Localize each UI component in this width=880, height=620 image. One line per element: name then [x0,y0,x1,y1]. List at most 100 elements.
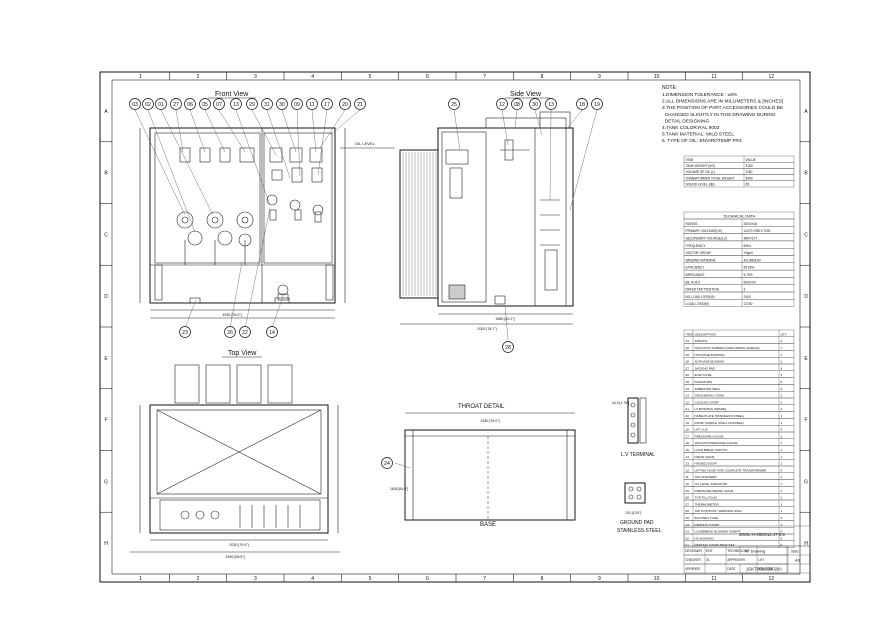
table-cell: 23 [686,394,690,398]
table-cell: 1 [781,482,783,486]
table-cell: 27 [686,366,690,370]
table-cell: PRESSURE GAUGE [695,434,724,438]
front-balloon: 13 [230,98,242,110]
balloon-label: 28 [505,345,511,351]
balloon-label: 24 [384,461,390,467]
table-cell: 08 [686,496,690,500]
balloon-label: 25 [451,102,457,108]
table-cell: WINDING MATERIAL [686,258,717,262]
throat-detail: THROAT DETAIL 1930 [76.0"] 24 BASE 1626 … [381,404,576,528]
table-cell: DRAIN VALVE [695,455,715,459]
balloon-label: 13 [548,102,554,108]
table-cell: FREQUENCY [686,244,707,248]
grid-row-right: H [804,541,808,547]
grid-col-bottom: 10 [654,576,660,582]
table-cell: 20 [686,414,690,418]
table-cell: 07 [686,502,690,506]
grid-col-top: 2 [197,74,200,80]
table-cell: 18 [686,428,690,432]
table-cell: DOOR HANDLE (PAD-LOCKABLE) [695,421,744,425]
grid-row-right: A [804,109,808,115]
front-balloon: 02 [142,98,154,110]
front-balloon: 17 [321,98,333,110]
table-cell: 09 [686,489,690,493]
table-cell: ARRESTER WELL [695,387,721,391]
table-cell: BAYONET FUSE [695,516,719,520]
table-cell: TRANSFORMER TOTAL WEIGHT [686,176,735,180]
front-bottom-balloon: 26 [224,326,236,338]
front-bottom-balloon: 14 [266,326,278,338]
balloon-label: 08 [514,102,520,108]
table-cell: RADIATORS [695,380,713,384]
table-cell: 1 [781,509,783,513]
grid-col-bottom: 12 [769,576,775,582]
table-cell: 21 [686,407,690,411]
table-cell: 05 [686,516,690,520]
grid-row-right: G [804,479,808,485]
grid-row-left: C [104,232,108,238]
balloon-label: 22 [242,330,248,336]
side-view-title: Side View [510,91,542,98]
table-cell: 3150 [746,164,753,168]
size-label: Size [791,549,800,554]
table-cell: 25 [686,380,690,384]
balloon-label: 21 [357,102,363,108]
title-block-cell: LSY [758,558,765,562]
table-header-cell: QTY [781,332,787,336]
table-cell: PRESSURE RELIEF VALVE [695,489,734,493]
front-view-title: Front View [215,91,249,98]
front-balloon: 01 [155,98,167,110]
table-cell: TAP POSITION / WARNING SIGN [695,509,742,513]
table-cell: LIFT LUG [695,428,709,432]
grid-row-left: F [104,418,107,424]
side-balloon: 08 [511,98,523,110]
table-cell: 1 [781,462,783,466]
side-depth-dim: 2000 [78.7"] [477,327,496,331]
top-view: Top View 2030 [79.9"] 2450 [96.5"] [130,350,340,559]
throat-inner-dim: 1626 [64.0"] [390,487,408,491]
table-cell: 1180 [746,170,753,174]
balloon-label: 23 [182,330,188,336]
table-cell: RATING [686,222,698,226]
note-line: 3.THE POSITION OF PART ACCESSORIES COULD… [662,105,783,111]
table-cell: 31 [686,339,690,343]
note-line: DETAIL DESIGNING [662,118,709,124]
grid-col-bottom: 4 [311,576,314,582]
table-cell: 1 [781,496,783,500]
table-cell: 1 [781,353,783,357]
lv-terminal-label: L.V TERMINAL [621,452,655,458]
table-cell: 10 [686,482,690,486]
table-cell: 14 [686,455,690,459]
grid-col-bottom: 6 [426,576,429,582]
note-line: CHANGED SLIGHTLY IN THIS DRAWING DURING [662,112,776,118]
grid-col-top: 9 [598,74,601,80]
note-line: 5.TANK MATERIAL: MILD STEEL [662,132,734,138]
table-cell: 99.50% [744,266,755,270]
side-balloon: 13 [545,98,557,110]
grid-col-bottom: 5 [369,576,372,582]
table-cell: 4 [781,428,783,432]
balloon-label: 26 [227,330,233,336]
balloon-label: 05 [202,102,208,108]
table-cell: 1 [781,400,783,404]
grid-row-left: H [104,541,108,547]
grid-row-left: B [104,171,108,177]
ground-pad-label: GROUND PAD [620,520,654,526]
table-cell: 1 [781,441,783,445]
table-cell: OIL LEVEL INDICATOR [695,482,729,486]
table-cell: 4 [781,407,783,411]
table-cell: YNyn0 [744,251,754,255]
table-cell: 12470 GRDY/7200 [744,229,771,233]
table-cell: ALUMINUM [744,258,761,262]
table-cell: 3 [781,516,783,520]
table-cell: 6 [781,536,783,540]
table-cell: NO-LOAD LOSS(W) [686,295,715,299]
table-cell: 04 [686,523,690,527]
table-cell: 6 [781,543,783,547]
title-block-cell: DESIGNER [685,549,702,553]
table-cell: 1 [781,475,783,479]
front-width-dim: 1930 [76.0"] [222,313,241,317]
front-balloon: 06 [184,98,196,110]
